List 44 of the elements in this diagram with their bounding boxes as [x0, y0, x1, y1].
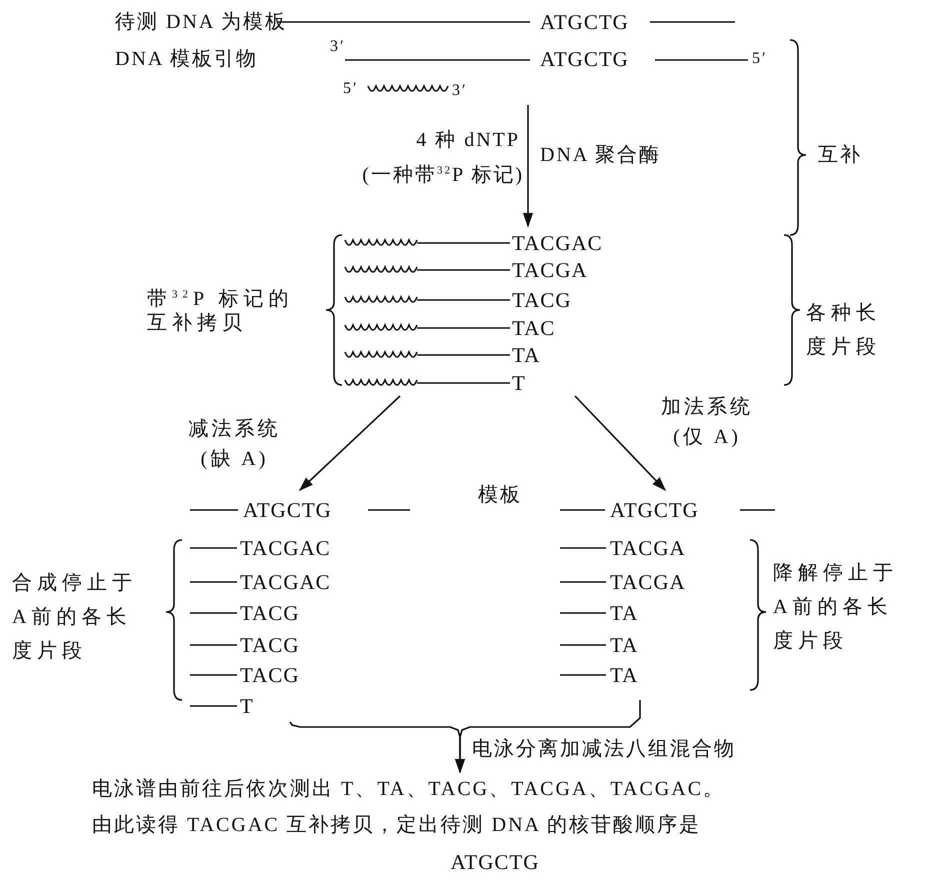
sequence-label: ATGCTG: [540, 10, 629, 34]
caption-text: DNA 模板引物: [115, 47, 258, 71]
annotation-text: 降解停止于A前的各长度片段: [773, 561, 899, 654]
annotation-text: 电泳分离加减法八组混合物: [472, 737, 736, 761]
strand-end-label: 3′: [330, 38, 346, 56]
sequence-label: TA: [512, 343, 540, 367]
brace-arrow: [454, 700, 641, 774]
sequence-label: TACG: [512, 288, 572, 312]
annotation-text: 互补: [818, 143, 862, 167]
caption-text: 由此读得 TACGAC 互补拷贝，定出待测 DNA 的核苷酸顺序是: [92, 813, 701, 837]
caption-text: 电泳谱由前往后依次测出 T、TA、TACG、TACGA、TACGAC。: [92, 777, 726, 801]
sequence-label: ATGCTG: [450, 850, 540, 874]
annotation-text: (一种带$^{32}$P 标记): [362, 163, 524, 187]
caption-text: 带$^{32}$P 标记的互补拷贝: [147, 287, 294, 335]
annotation-text: DNA 聚合酶: [540, 143, 662, 167]
sequence-label: T: [512, 371, 526, 395]
annotation-text: 各种长度片段: [806, 301, 882, 360]
arrow: [574, 395, 666, 492]
sequence-label: TACGAC: [240, 536, 331, 560]
sequence-label: TACG: [240, 633, 300, 657]
annotation-text: 4 种 dNTP: [416, 128, 520, 152]
sequence-label: TA: [610, 601, 638, 625]
sequence-label: ATGCTG: [610, 498, 699, 522]
caption-text: 待测 DNA 为模板: [115, 10, 288, 34]
sequence-label: ATGCTG: [243, 498, 332, 522]
sequence-label: TAC: [512, 316, 556, 340]
sequence-label: TACGA: [610, 570, 686, 594]
sequence-label: TACGAC: [512, 231, 603, 255]
annotation-text: 模板: [478, 483, 522, 507]
sequence-label: TACGAC: [240, 570, 331, 594]
sequence-label: TACG: [240, 601, 300, 625]
strand-end-label: 5′: [752, 50, 768, 68]
sequence-label: TACGA: [512, 258, 588, 282]
strand-end-label: 3′: [452, 82, 468, 100]
arrow: [522, 105, 534, 228]
sequence-label: TACG: [240, 663, 300, 687]
sequence-label: TA: [610, 633, 638, 657]
arrow: [298, 395, 401, 491]
sequence-label: T: [240, 694, 254, 718]
strand-end-label: 5′: [343, 80, 358, 98]
sequence-label: ATGCTG: [540, 47, 629, 71]
sequence-label: TA: [610, 663, 638, 687]
annotation-text: 合成停止于A前的各长度片段: [12, 571, 138, 664]
sequence-label: TACGA: [610, 536, 686, 560]
